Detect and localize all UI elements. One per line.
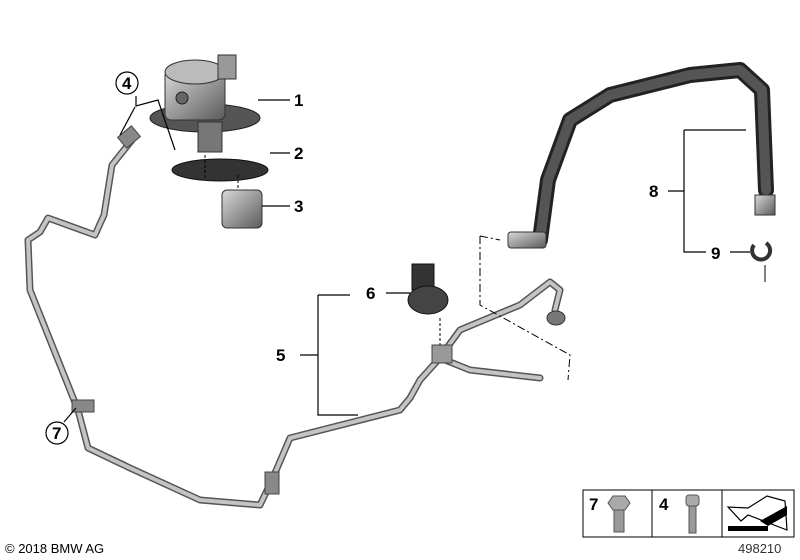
- callout-2[interactable]: 2: [294, 144, 303, 163]
- pipe-nut: [116, 125, 142, 149]
- hex-flange-bolt-icon: [607, 495, 631, 533]
- leader-lines: [63, 96, 750, 423]
- hose-end-fitting: [754, 194, 776, 216]
- pipe-clip: [71, 399, 95, 413]
- callout-1[interactable]: 1: [294, 91, 303, 110]
- pump-gasket: [171, 158, 269, 182]
- high-pressure-pump: [149, 54, 261, 153]
- svg-text:3: 3: [294, 197, 303, 216]
- copyright: © 2018 BMW AG: [5, 541, 105, 556]
- callout-9[interactable]: 9: [711, 244, 720, 263]
- svg-text:7: 7: [52, 424, 61, 443]
- pipe-bracket: [431, 344, 453, 364]
- svg-text:4: 4: [659, 495, 669, 514]
- fuel-line-pipe: [24, 136, 564, 509]
- callout-3[interactable]: 3: [294, 197, 303, 216]
- fuel-hose: [532, 62, 774, 248]
- pipe-clip-2: [264, 471, 280, 495]
- svg-text:1: 1: [294, 91, 303, 110]
- svg-text:2: 2: [294, 144, 303, 163]
- socket-head-bolt-icon: [685, 494, 700, 534]
- svg-text:4: 4: [122, 74, 132, 93]
- roller-tappet: [221, 189, 263, 229]
- callout-5[interactable]: 5: [276, 346, 285, 365]
- hose-connector: [507, 231, 547, 249]
- callout-7[interactable]: 7: [45, 421, 69, 445]
- svg-text:8: 8: [649, 182, 658, 201]
- svg-text:9: 9: [711, 244, 720, 263]
- callout-8[interactable]: 8: [649, 182, 658, 201]
- diagram-id: 498210: [738, 541, 782, 556]
- direction-arrow-icon: [726, 495, 788, 531]
- svg-text:7: 7: [589, 495, 598, 514]
- pipe-nut-end: [546, 310, 566, 326]
- legend-box: 7 4: [582, 489, 795, 538]
- hose-clip: [750, 241, 773, 262]
- svg-text:5: 5: [276, 346, 285, 365]
- callout-6[interactable]: 6: [366, 284, 375, 303]
- svg-text:6: 6: [366, 284, 375, 303]
- callout-4[interactable]: 4: [115, 71, 139, 95]
- pressure-sensor: [407, 263, 449, 315]
